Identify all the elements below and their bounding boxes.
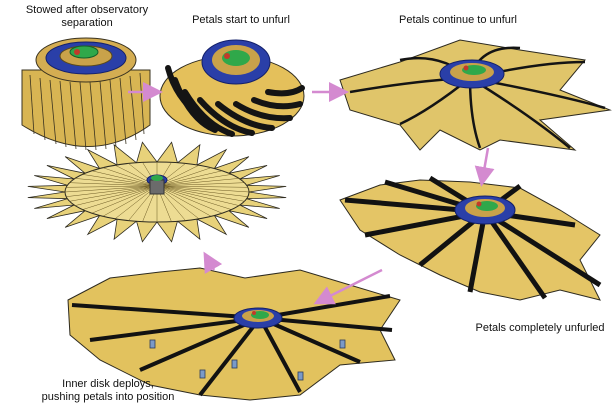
arrow-inner-to-deployed bbox=[206, 256, 214, 270]
stage-completely-unfurled bbox=[340, 178, 600, 300]
stage-start-unfurl bbox=[160, 40, 304, 136]
stage-fully-deployed bbox=[28, 142, 286, 241]
caption-inner-disk-deploys: Inner disk deploys, pushing petals into … bbox=[28, 378, 188, 404]
arrow-continue-to-complete bbox=[482, 148, 488, 182]
stage-continue-unfurl bbox=[340, 40, 610, 150]
stage-stowed bbox=[22, 38, 150, 150]
caption-stowed: Stowed after observatory separation bbox=[22, 4, 152, 30]
caption-completely-unfurled: Petals completely unfurled bbox=[470, 322, 610, 335]
caption-start-unfurl: Petals start to unfurl bbox=[176, 14, 306, 27]
caption-continue-unfurl: Petals continue to unfurl bbox=[388, 14, 528, 27]
